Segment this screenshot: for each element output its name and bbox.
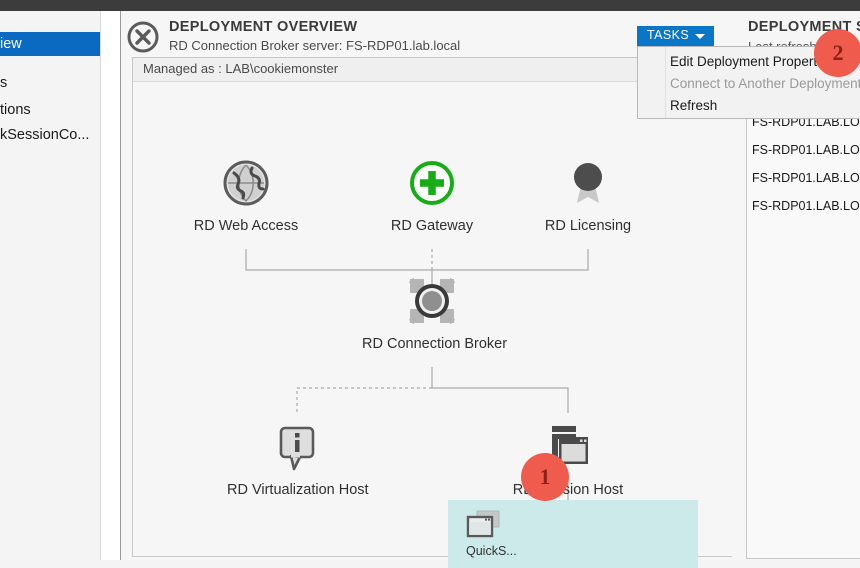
table-row[interactable]: FS-RDP01.LAB.LOCAL (752, 171, 860, 185)
sidebar-item-collections[interactable]: tions (0, 98, 100, 122)
managed-as-text: Managed as : LAB\cookiemonster (143, 61, 338, 76)
annotation-badge-1: 1 (521, 453, 569, 501)
node-label: RD Session Host (498, 482, 638, 498)
sidebar-item-quicksessioncollection[interactable]: kSessionCo... (0, 123, 100, 147)
green-plus-icon (372, 159, 492, 212)
node-rd-licensing[interactable]: RD Licensing (528, 159, 648, 234)
collection-label: QuickS... (466, 544, 517, 558)
sidebar-item-servers[interactable]: s (0, 71, 100, 95)
node-label: RD Virtualization Host (227, 482, 367, 498)
tasks-button[interactable]: TASKS (637, 26, 714, 46)
node-rd-connection-broker[interactable]: RD Connection Broker (362, 277, 502, 352)
annotation-badge-2: 2 (814, 29, 860, 77)
tasks-button-label: TASKS (647, 28, 689, 42)
node-label: RD Web Access (186, 218, 306, 234)
annotation-badge-1-number: 1 (540, 464, 551, 490)
annotation-badge-2-number: 2 (833, 40, 844, 66)
table-row[interactable]: FS-RDP01.LAB.LOCAL (752, 199, 860, 213)
sidebar-item-label: tions (0, 102, 31, 118)
collection-quicksessioncollection[interactable]: QuickS... (448, 500, 698, 568)
node-label: RD Licensing (528, 218, 648, 234)
globe-icon (186, 159, 306, 212)
sidebar-item-label: kSessionCo... (0, 127, 89, 143)
title-bar (0, 0, 860, 11)
table-row[interactable]: FS-RDP01.LAB.LOCAL (752, 143, 860, 157)
sidebar-item-label: s (0, 75, 7, 91)
menu-item-edit-deployment-properties[interactable]: Edit Deployment Properties (670, 51, 834, 72)
deployment-diagram: RD Web Access RD Gateway (133, 83, 732, 557)
node-rd-gateway[interactable]: RD Gateway (372, 159, 492, 234)
sidebar-gutter (100, 11, 120, 560)
chevron-down-icon (695, 34, 705, 39)
broker-circle-icon (362, 277, 502, 330)
overview-content: Managed as : LAB\cookiemonster (132, 57, 732, 557)
node-label: RD Connection Broker (362, 336, 502, 352)
node-rd-web-access[interactable]: RD Web Access (186, 159, 306, 234)
session-window-icon (498, 423, 638, 476)
node-label: RD Gateway (372, 218, 492, 234)
menu-item-refresh[interactable]: Refresh (670, 95, 717, 116)
node-rd-session-host[interactable]: RD Session Host (498, 423, 638, 498)
info-callout-icon (227, 423, 367, 476)
sidebar: iew s tions kSessionCo... (0, 11, 100, 560)
sidebar-item-label: iew (0, 36, 22, 52)
collection-windows-icon (466, 510, 502, 545)
award-ribbon-icon (528, 159, 648, 212)
menu-icon-strip (638, 47, 666, 118)
page-subtitle: RD Connection Broker server: FS-RDP01.la… (169, 38, 460, 53)
servers-table (746, 59, 860, 559)
sidebar-divider (100, 11, 101, 560)
page-title: DEPLOYMENT OVERVIEW (169, 19, 357, 35)
node-rd-virtualization-host[interactable]: RD Virtualization Host (227, 423, 367, 498)
sidebar-item-overview[interactable]: iew (0, 32, 100, 56)
deployment-overview-icon (127, 21, 159, 53)
